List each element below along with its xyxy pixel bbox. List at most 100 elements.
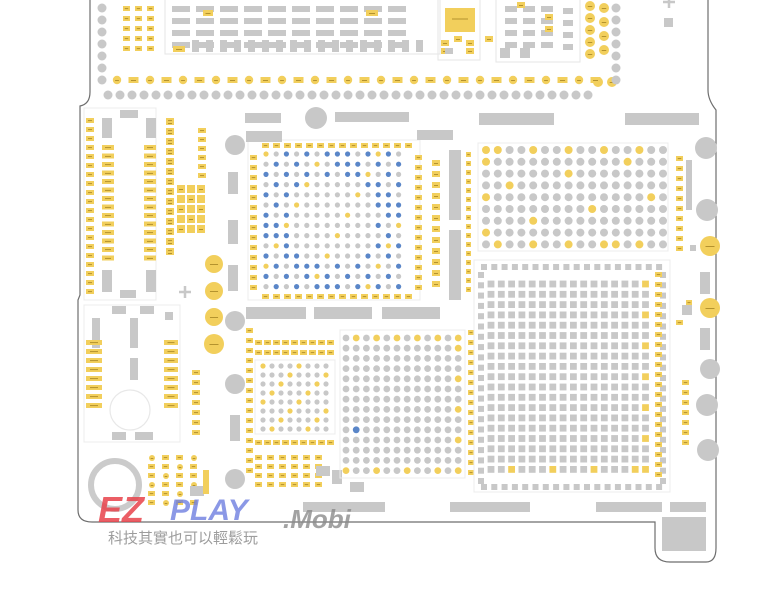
bga-ball	[385, 253, 391, 259]
bga-ball	[541, 228, 549, 237]
bga-ball	[647, 240, 656, 249]
bga-ball	[659, 181, 667, 190]
bga-ball	[600, 169, 608, 178]
component-pad	[197, 215, 205, 223]
bga-ball	[304, 202, 310, 208]
smd-pad	[364, 42, 382, 48]
bga-ball	[263, 202, 269, 208]
bga-pad	[539, 363, 546, 370]
smd-pad	[135, 432, 153, 440]
smd-pad	[541, 42, 553, 48]
bga-ball	[342, 457, 350, 464]
bga-ball	[647, 193, 656, 202]
bga-ball	[314, 253, 320, 259]
smd-pad	[316, 18, 334, 24]
bga-ball	[287, 372, 293, 378]
bga-ball	[365, 151, 371, 157]
component-pad	[163, 500, 169, 506]
smd-pad	[220, 30, 238, 36]
bga-ball	[283, 192, 289, 198]
bga-ball	[314, 426, 320, 432]
bga-pad	[570, 424, 577, 432]
bga-ball	[403, 334, 411, 342]
bga-ball	[659, 169, 667, 178]
smd-pad	[660, 405, 666, 412]
bga-pad	[559, 455, 567, 463]
bga-ball	[352, 344, 360, 352]
bga-ball	[287, 390, 293, 396]
bga-pad	[528, 311, 536, 319]
bga-ball	[434, 416, 442, 423]
smd-pad	[450, 502, 530, 512]
bga-ball	[269, 408, 275, 414]
bga-pad	[631, 290, 639, 298]
bga-pad	[559, 445, 567, 453]
via-pad	[235, 90, 245, 100]
bga-pad	[570, 342, 577, 350]
bga-ball	[305, 408, 311, 414]
bga-ball	[647, 216, 656, 225]
bga-ball	[324, 202, 330, 208]
bga-pad	[559, 373, 567, 381]
bga-ball	[576, 181, 585, 190]
region-frame	[83, 107, 157, 301]
bga-ball	[283, 253, 289, 259]
bga-ball	[576, 193, 585, 202]
bga-ball	[529, 240, 538, 249]
smd-pad	[102, 118, 112, 138]
bga-ball	[564, 240, 573, 249]
bga-ball	[352, 406, 360, 413]
bga-ball	[345, 263, 351, 269]
smd-pad	[478, 292, 484, 299]
bga-ball	[273, 161, 279, 167]
bga-ball	[294, 151, 300, 157]
mount-hole-pad	[696, 394, 718, 416]
smd-pad	[491, 484, 498, 490]
bga-ball	[623, 157, 632, 166]
smd-pad	[645, 264, 652, 270]
via-pad	[403, 90, 413, 100]
component-pad	[187, 215, 195, 223]
smd-pad	[340, 18, 358, 24]
bga-ball	[314, 212, 320, 218]
bga-ball	[505, 240, 514, 249]
bga-pad	[611, 435, 618, 442]
bga-ball	[334, 284, 340, 290]
smd-pad	[541, 18, 553, 24]
via-pad	[103, 90, 113, 100]
smd-pad	[402, 40, 409, 52]
smd-pad	[700, 328, 710, 350]
bga-pad	[518, 373, 526, 381]
smd-pad	[505, 6, 517, 12]
bga-ball	[314, 372, 320, 378]
bga-pad	[549, 352, 557, 360]
bga-ball	[304, 171, 310, 177]
bga-pad	[528, 445, 536, 453]
bga-ball	[355, 192, 361, 198]
bga-ball	[294, 212, 300, 218]
smd-pad	[292, 30, 310, 36]
bga-ball	[314, 408, 320, 414]
bga-ball	[505, 228, 514, 237]
bga-ball	[529, 193, 538, 202]
via-pad	[97, 63, 107, 73]
smd-pad	[520, 48, 530, 58]
bga-ball	[576, 240, 585, 249]
bga-pad	[487, 332, 495, 339]
bga-pad	[590, 414, 598, 422]
bga-pad	[518, 435, 526, 442]
bga-ball	[588, 240, 597, 249]
bga-pad	[487, 393, 495, 401]
bga-pad	[497, 280, 505, 288]
bga-pad	[549, 424, 557, 432]
smd-pad	[130, 318, 138, 348]
bga-ball	[305, 426, 311, 432]
bga-pad	[549, 414, 557, 422]
bga-pad	[570, 301, 577, 308]
smd-pad	[190, 486, 204, 496]
smd-pad	[245, 113, 281, 123]
smd-pad	[303, 502, 385, 512]
bga-ball	[355, 263, 361, 269]
via-pad	[295, 90, 305, 100]
bga-ball	[647, 169, 656, 178]
